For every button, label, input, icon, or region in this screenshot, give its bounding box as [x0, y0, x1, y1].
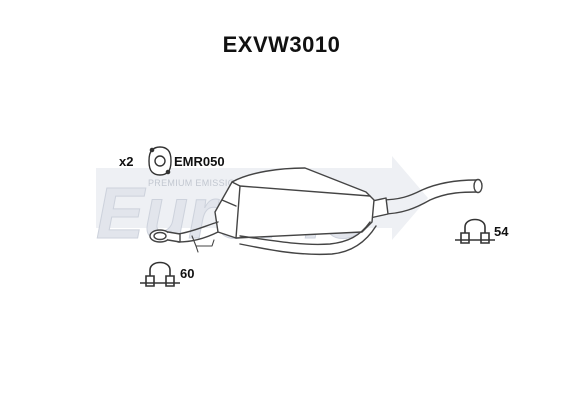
- clamp-icon-left: [140, 261, 180, 287]
- watermark-tagline: PREMIUM EMISSION SYSTEMS: [148, 178, 290, 188]
- clamp-right-code: 54: [494, 224, 509, 239]
- connecting-pipe: [239, 221, 371, 246]
- exhaust-part: [149, 167, 483, 256]
- inlet-pipe: [177, 221, 219, 235]
- clamp-icon-right: [455, 218, 495, 244]
- rear-tailpipe: [379, 179, 477, 201]
- part-number-title: EXVW3010: [222, 32, 341, 57]
- gasket-quantity: x2: [119, 154, 134, 169]
- gasket-code: EMR050: [174, 154, 225, 169]
- clamp-left-code: 60: [180, 266, 195, 281]
- gasket-icon: [148, 146, 172, 176]
- hanger-wire: [191, 235, 215, 247]
